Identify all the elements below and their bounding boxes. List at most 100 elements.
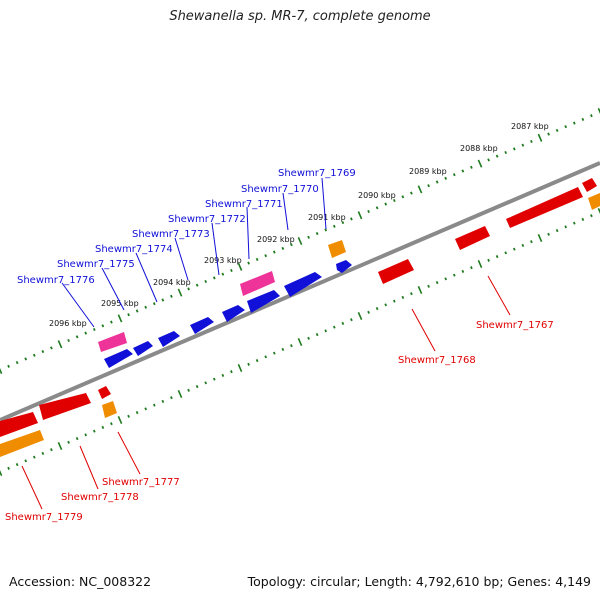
minor-tick xyxy=(170,396,173,400)
orange-gene-top[interactable] xyxy=(328,240,346,258)
major-tick xyxy=(297,236,303,246)
minor-tick xyxy=(41,451,45,455)
gene-label-1775[interactable]: Shewmr7_1775 xyxy=(57,259,135,270)
minor-tick xyxy=(367,310,370,314)
kbp-label-2096: 2096 kbp xyxy=(49,319,87,328)
major-tick xyxy=(537,133,543,142)
gene-label-1778[interactable]: Shewmr7_1778 xyxy=(61,492,139,503)
minor-tick xyxy=(581,217,585,221)
rna-gene-2[interactable] xyxy=(98,332,127,352)
gene-1767-b[interactable] xyxy=(582,178,597,192)
minor-tick xyxy=(24,357,28,361)
minor-tick xyxy=(212,377,216,381)
gene-1779[interactable] xyxy=(0,412,38,437)
minor-tick xyxy=(272,250,276,254)
major-tick xyxy=(477,259,483,269)
gene-1775[interactable] xyxy=(133,341,153,356)
minor-tick xyxy=(547,232,550,236)
gene-1768[interactable] xyxy=(378,259,414,284)
major-tick xyxy=(0,469,3,477)
gene-1771[interactable] xyxy=(247,290,280,313)
minor-tick xyxy=(495,255,499,259)
rna-gene-1[interactable] xyxy=(240,271,275,296)
kbp-label-2092: 2092 kbp xyxy=(257,235,295,244)
minor-tick xyxy=(521,243,525,247)
orange-gene-left[interactable] xyxy=(0,430,44,457)
major-tick xyxy=(417,285,423,295)
minor-tick xyxy=(384,202,388,206)
gene-1774[interactable] xyxy=(158,331,180,347)
minor-tick xyxy=(75,437,79,441)
minor-tick xyxy=(264,254,268,258)
minor-tick xyxy=(572,121,576,125)
minor-tick xyxy=(555,229,559,233)
minor-tick xyxy=(392,299,396,303)
minor-tick xyxy=(487,258,490,262)
minor-tick xyxy=(144,407,148,411)
minor-tick xyxy=(307,336,310,340)
minor-tick xyxy=(504,150,508,155)
gene-1767-a[interactable] xyxy=(506,187,583,228)
minor-tick xyxy=(401,195,405,199)
orange-gene-mid[interactable] xyxy=(102,401,117,418)
minor-tick xyxy=(135,411,139,415)
gene-1772[interactable] xyxy=(222,305,245,322)
gene-label-1774[interactable]: Shewmr7_1774 xyxy=(95,244,173,255)
minor-tick xyxy=(230,268,233,273)
gene-label-1770[interactable]: Shewmr7_1770 xyxy=(241,184,319,195)
minor-tick xyxy=(427,184,430,188)
gene-label-1771[interactable]: Shewmr7_1771 xyxy=(205,199,283,210)
reverse-genes xyxy=(0,178,600,457)
page-title: Shewanella sp. MR-7, complete genome xyxy=(169,9,431,24)
minor-tick xyxy=(307,235,310,239)
gene-1777[interactable] xyxy=(98,386,111,399)
major-tick xyxy=(0,367,3,375)
minor-tick xyxy=(255,359,259,363)
major-tick xyxy=(57,340,63,349)
gene-label-1772[interactable]: Shewmr7_1772 xyxy=(168,214,246,225)
gene-1770[interactable] xyxy=(284,272,322,297)
minor-tick xyxy=(332,325,336,329)
minor-tick xyxy=(152,302,156,306)
minor-tick xyxy=(135,309,139,313)
minor-tick xyxy=(264,355,268,359)
minor-tick xyxy=(272,351,276,355)
minor-tick xyxy=(461,269,465,273)
minor-tick xyxy=(470,266,473,270)
gene-label-1767[interactable]: Shewmr7_1767 xyxy=(476,320,554,331)
minor-tick xyxy=(50,448,53,452)
kbp-label-2093: 2093 kbp xyxy=(204,256,242,265)
gene-label-1768[interactable]: Shewmr7_1768 xyxy=(398,355,476,366)
minor-tick xyxy=(581,117,585,121)
minor-tick xyxy=(504,251,508,255)
minor-tick xyxy=(101,324,105,328)
kbp-label-2090: 2090 kbp xyxy=(358,191,396,200)
minor-tick xyxy=(392,198,396,203)
minor-tick xyxy=(41,350,45,354)
minor-tick xyxy=(375,206,379,210)
gene-label-1777[interactable]: Shewmr7_1777 xyxy=(102,477,180,488)
major-tick xyxy=(177,288,183,297)
minor-tick xyxy=(290,344,293,348)
gene-label-1773[interactable]: Shewmr7_1773 xyxy=(132,229,210,240)
gene-1767-c[interactable] xyxy=(455,226,490,250)
gene-1778[interactable] xyxy=(39,393,91,420)
gene-1776[interactable] xyxy=(104,349,133,368)
minor-tick xyxy=(452,173,456,177)
major-tick xyxy=(597,107,600,115)
minor-tick xyxy=(384,303,388,307)
minor-tick xyxy=(152,403,156,407)
minor-tick xyxy=(247,261,250,265)
minor-tick xyxy=(315,232,319,236)
gene-label-1776[interactable]: Shewmr7_1776 xyxy=(17,275,95,286)
minor-tick xyxy=(247,362,250,366)
gene-1769[interactable] xyxy=(336,260,352,273)
gene-label-1769[interactable]: Shewmr7_1769 xyxy=(278,168,356,179)
minor-tick xyxy=(341,221,345,225)
gene-label-1779[interactable]: Shewmr7_1779 xyxy=(5,512,83,523)
gene-1773[interactable] xyxy=(190,317,214,334)
orange-gene-right[interactable] xyxy=(588,193,600,210)
minor-tick xyxy=(281,246,285,250)
minor-tick xyxy=(221,272,225,276)
minor-tick xyxy=(32,455,36,459)
